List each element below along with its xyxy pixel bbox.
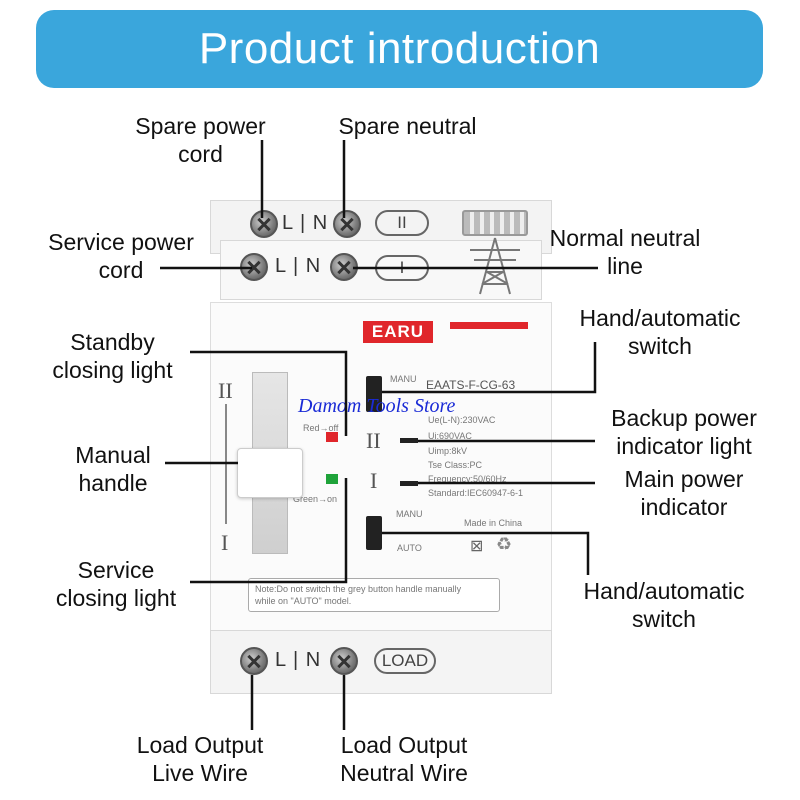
mode-switch-top[interactable] <box>366 376 382 412</box>
page-title: Product introduction <box>198 24 601 73</box>
pill-load: LOAD <box>374 648 436 674</box>
red-stripe <box>450 322 528 329</box>
green-on-label: Green→on <box>293 494 338 504</box>
load-terminal-label: L | N <box>275 649 322 671</box>
spec-2: Ui:690VAC <box>428 431 472 441</box>
note-line-1: Note:Do not switch the grey button handl… <box>255 584 462 594</box>
spare-l-screw <box>250 210 278 238</box>
backup-indicator-slot <box>400 438 418 443</box>
spec-1: Ue(L-N):230VAC <box>428 415 496 425</box>
note-box: Note:Do not switch the grey button handl… <box>248 578 500 612</box>
made-in-label: Made in China <box>464 518 523 528</box>
store-watermark: Damom Tools Store <box>298 395 456 417</box>
service-terminal-label: L | N <box>275 255 322 277</box>
auto-label: AUTO <box>397 543 422 553</box>
spec-6: Standard:IEC60947-6-1 <box>428 488 524 498</box>
label-spare-neutral: Spare neutral <box>338 113 477 139</box>
standby-closing-light <box>326 432 338 442</box>
spec-3: Uimp:8kV <box>428 446 468 456</box>
title-banner: Product introduction <box>36 10 763 88</box>
service-closing-light <box>326 474 338 484</box>
spec-5: Frequency:50/60Hz <box>428 474 507 484</box>
red-off-label: Red→off <box>303 423 339 433</box>
note-line-2: while on "AUTO" model. <box>255 596 352 606</box>
manu-bottom-label: MANU <box>396 509 423 519</box>
spare-terminal-label: L | N <box>282 212 329 234</box>
power-tower-icon <box>470 237 520 295</box>
spec-4: Tse Class:PC <box>428 460 483 470</box>
manual-handle[interactable] <box>237 448 303 498</box>
handle-one-mark: I <box>221 530 229 555</box>
model-label: EAATS-F-CG-63 <box>426 378 516 392</box>
roman-one-mark: I <box>370 468 378 493</box>
manu-top-label: MANU <box>390 374 417 384</box>
brand-logo <box>462 210 528 236</box>
mode-switch-bottom[interactable] <box>366 516 382 550</box>
spare-n-screw <box>333 210 361 238</box>
handle-two-mark: II <box>218 378 233 403</box>
weee-icon: ⊠ <box>470 538 484 555</box>
recycle-icon: ♻ <box>496 534 513 554</box>
roman-two-mark: II <box>366 428 381 453</box>
brand-badge: EARU <box>363 321 433 343</box>
load-n-screw <box>330 647 358 675</box>
pill-spare: II <box>375 210 429 236</box>
load-l-screw <box>240 647 268 675</box>
main-indicator-slot <box>400 481 418 486</box>
